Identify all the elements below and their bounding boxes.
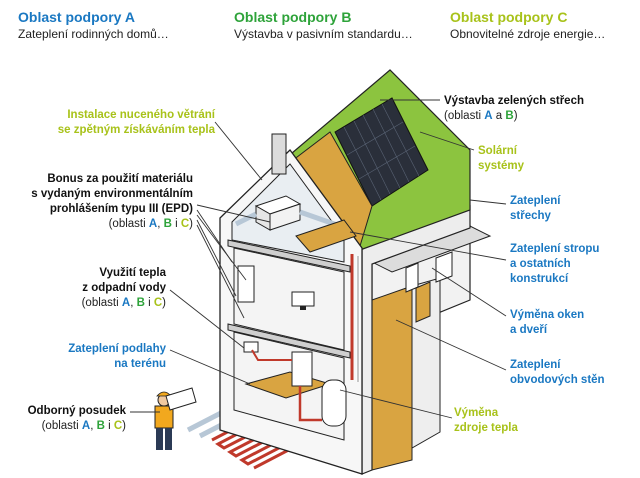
boiler <box>291 351 347 427</box>
label-line: Odborný posudek <box>27 405 126 417</box>
separator: , <box>90 420 97 432</box>
area-a-letter: A <box>148 218 158 230</box>
label-line: Výstavba zelených střech <box>444 95 584 107</box>
label-line: obvodových stěn <box>510 374 605 386</box>
label-line: střechy <box>510 210 551 222</box>
label-line: se zpětným získáváním tepla <box>57 124 215 136</box>
label-heat-source: Výměna zdroje tepla <box>454 406 574 436</box>
label-bonus: Bonus za použití materiálu s vydaným env… <box>18 172 193 232</box>
area-a-letter: A <box>484 110 493 122</box>
area-b-letter: B <box>163 218 172 230</box>
area-c-header: Oblast podpory C Obnovitelné zdroje ener… <box>450 8 640 42</box>
areas-prefix: (oblasti <box>81 297 122 309</box>
separator: i <box>171 218 181 230</box>
area-a-letter: A <box>81 420 91 432</box>
label-line: prohlášením typu III (EPD) <box>49 203 193 215</box>
label-line: konstrukcí <box>510 273 569 285</box>
label-line: Bonus za použití materiálu <box>47 173 193 185</box>
solar-panel <box>334 97 429 207</box>
areas-suffix: ) <box>162 297 166 309</box>
label-line: a dveří <box>510 324 548 336</box>
area-b-letter: B <box>96 420 105 432</box>
label-line: Využití tepla <box>99 267 166 279</box>
chimney <box>271 133 287 175</box>
area-b-letter: B <box>505 110 514 122</box>
label-areas: (oblasti A, B i C) <box>4 419 126 434</box>
label-ceiling: Zateplení stropu a ostatních konstrukcí <box>510 242 634 287</box>
areas-prefix: (oblasti <box>41 420 82 432</box>
windows <box>405 251 453 323</box>
label-green-roofs: Výstavba zelených střech (oblasti A a B) <box>444 94 634 124</box>
label-roof: Zateplení střechy <box>510 194 630 224</box>
wall-insulation <box>371 285 413 471</box>
label-line: zdroje tepla <box>454 422 518 434</box>
area-b-header: Oblast podpory B Výstavba v pasivním sta… <box>234 8 444 42</box>
label-line: Výměna <box>454 407 499 419</box>
label-line: Zateplení stropu <box>510 243 600 255</box>
label-walls: Zateplení obvodových stěn <box>510 358 634 388</box>
label-line: Zateplení <box>510 195 561 207</box>
label-line: z odpadní vody <box>82 282 166 294</box>
label-line: s vydaným environmentálním <box>31 188 193 200</box>
area-c-title: Oblast podpory C <box>450 9 568 25</box>
label-areas: (oblasti A a B) <box>444 109 634 124</box>
area-a-title: Oblast podpory A <box>18 9 135 25</box>
ventilation-unit <box>234 195 341 231</box>
label-line: Solární <box>478 145 517 157</box>
areas-prefix: (oblasti <box>444 110 485 122</box>
areas-suffix: ) <box>189 218 193 230</box>
area-a-letter: A <box>121 297 131 309</box>
leader-lines <box>130 99 507 419</box>
area-b-title: Oblast podpory B <box>234 9 352 25</box>
separator: i <box>104 420 114 432</box>
label-waste-water: Využití tepla z odpadní vody (oblasti A,… <box>18 266 166 311</box>
separator: , <box>130 297 137 309</box>
area-c-letter: C <box>180 218 190 230</box>
label-line: na terénu <box>114 358 166 370</box>
label-line: a ostatních <box>510 258 571 270</box>
area-c-subtitle: Obnovitelné zdroje energie… <box>450 27 606 41</box>
tv-icon <box>291 291 315 310</box>
area-a-subtitle: Zateplení rodinných domů… <box>18 27 169 41</box>
separator: a <box>492 110 506 122</box>
area-c-letter: C <box>153 297 163 309</box>
label-solar: Solární systémy <box>478 144 598 174</box>
areas-prefix: (oblasti <box>108 218 149 230</box>
label-line: Zateplení podlahy <box>68 343 166 355</box>
label-line: Instalace nuceného větrání <box>67 109 215 121</box>
areas-suffix: ) <box>513 110 518 122</box>
separator: i <box>144 297 154 309</box>
label-line: systémy <box>478 160 525 172</box>
area-a-header: Oblast podpory A Zateplení rodinných dom… <box>18 8 228 42</box>
worker <box>154 387 197 450</box>
area-b-letter: B <box>136 297 145 309</box>
areas-suffix: ) <box>122 420 126 432</box>
area-b-subtitle: Výstavba v pasivním standardu… <box>234 27 413 41</box>
label-line: Zateplení <box>510 359 561 371</box>
label-line: Výměna oken <box>510 309 585 321</box>
separator: , <box>157 218 164 230</box>
label-floor: Zateplení podlahy na terénu <box>18 342 166 372</box>
label-ventilation: Instalace nuceného větrání se zpětným zí… <box>40 108 215 138</box>
label-areas: (oblasti A, B i C) <box>18 217 193 232</box>
label-windows: Výměna oken a dveří <box>510 308 630 338</box>
label-areas: (oblasti A, B i C) <box>18 296 166 311</box>
area-c-letter: C <box>113 420 123 432</box>
ceiling-insulation <box>295 219 357 253</box>
label-assessment: Odborný posudek (oblasti A, B i C) <box>4 404 126 434</box>
